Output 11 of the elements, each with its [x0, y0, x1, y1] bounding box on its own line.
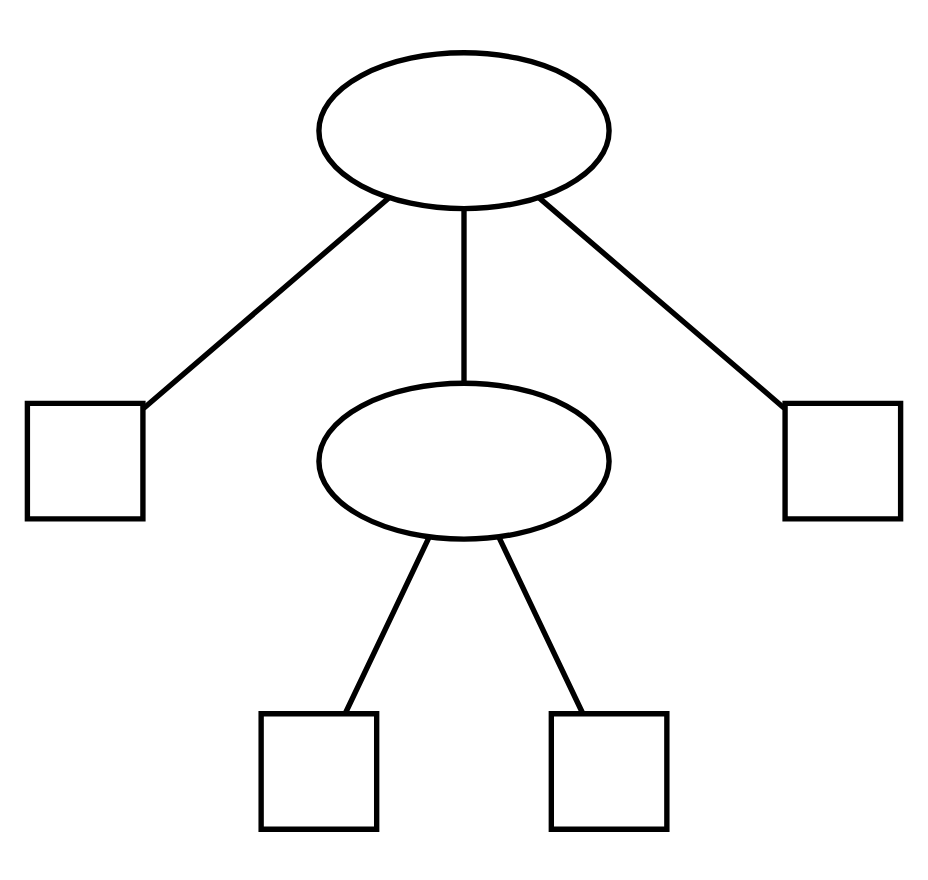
connector	[461, 207, 467, 382]
node-box	[24, 399, 146, 521]
node-box	[258, 710, 380, 831]
node-ellipse	[316, 49, 612, 211]
node-box	[782, 399, 904, 521]
node-ellipse	[316, 379, 612, 541]
connector	[142, 194, 391, 410]
connector	[496, 534, 586, 714]
connector	[342, 534, 432, 714]
connector	[537, 194, 786, 410]
node-box	[548, 710, 670, 831]
